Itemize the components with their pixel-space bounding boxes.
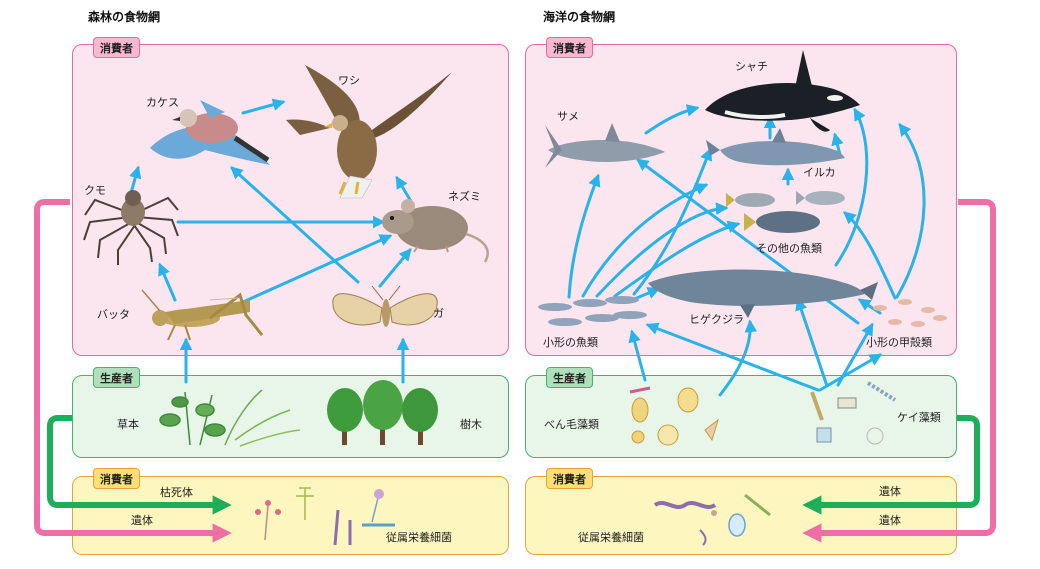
- dinoflagellate-illustration: [629, 386, 719, 446]
- spider-illustration: [83, 190, 179, 265]
- herb-illustration: [159, 389, 301, 447]
- label-other-fish: その他の魚類: [756, 242, 822, 255]
- dolphin-illustration: [706, 128, 845, 166]
- label-ocean-decomposer: 従属栄養細菌: [578, 531, 644, 544]
- label-small-fish: 小形の魚類: [543, 336, 598, 349]
- label-ocean-remains-2: 遺体: [879, 514, 901, 527]
- label-crustacea: 小形の甲殻類: [866, 336, 932, 349]
- label-spider: クモ: [84, 184, 106, 197]
- grasshopper-illustration: [141, 289, 264, 341]
- label-herb: 草本: [117, 418, 139, 431]
- label-jay: カケス: [146, 96, 179, 109]
- forest-decomposer-tag: 消費者: [93, 468, 140, 489]
- orca-illustration: [705, 50, 860, 132]
- tree-illustration: [327, 380, 438, 445]
- forest-remains-loop: [34, 199, 232, 543]
- ocean-food-arrows: [567, 104, 926, 397]
- label-forest-decomposer: 従属栄養細菌: [386, 531, 452, 544]
- label-grasshopper: バッタ: [97, 308, 130, 321]
- jay-illustration: [150, 100, 270, 165]
- forest-decomposer-box: [72, 476, 509, 555]
- ocean-producer-box: [525, 375, 957, 458]
- label-forest-dead-plants: 枯死体: [160, 486, 193, 499]
- label-diatom: ケイ藻類: [897, 411, 941, 424]
- ocean-remains-loop-pink: [802, 199, 996, 543]
- mouse-illustration: [382, 199, 489, 263]
- label-ocean-remains-1: 遺体: [879, 485, 901, 498]
- forest-deadplant-loop: [47, 415, 232, 515]
- eagle-illustration: [286, 65, 452, 199]
- shark-illustration: [545, 123, 665, 168]
- label-moth: ガ: [433, 307, 444, 320]
- ocean-remains-loop-green: [802, 415, 980, 515]
- whale-illustration: [648, 269, 878, 318]
- label-dinoflagellate: べん毛藻類: [544, 418, 599, 431]
- forest-producer-tag: 生産者: [93, 367, 140, 388]
- forest-title: 森林の食物網: [88, 10, 161, 24]
- moth-illustration: [332, 285, 438, 327]
- other-fish-illustration: [726, 191, 845, 233]
- label-orca: シャチ: [735, 60, 768, 73]
- ocean-decomposer-tag: 消費者: [546, 468, 593, 489]
- ocean-title: 海洋の食物網: [543, 10, 616, 24]
- label-tree: 樹木: [460, 418, 482, 431]
- ocean-bacteria-illustration: [653, 493, 771, 546]
- label-forest-remains: 遺体: [131, 514, 153, 527]
- diatom-illustration: [810, 381, 897, 445]
- label-dolphin: イルカ: [803, 166, 836, 179]
- label-mouse: ネズミ: [448, 190, 481, 203]
- forest-food-arrows: [129, 98, 414, 384]
- small-fish-illustration: [538, 296, 647, 326]
- label-whale: ヒゲクジラ: [689, 313, 744, 326]
- ocean-producer-tag: 生産者: [546, 367, 593, 388]
- crustacea-illustration: [873, 299, 947, 327]
- forest-bacteria-illustration: [255, 487, 395, 546]
- ocean-consumer-tag: 消費者: [546, 37, 593, 58]
- label-shark: サメ: [557, 110, 579, 123]
- label-eagle: ワシ: [338, 74, 360, 87]
- forest-consumer-tag: 消費者: [93, 37, 140, 58]
